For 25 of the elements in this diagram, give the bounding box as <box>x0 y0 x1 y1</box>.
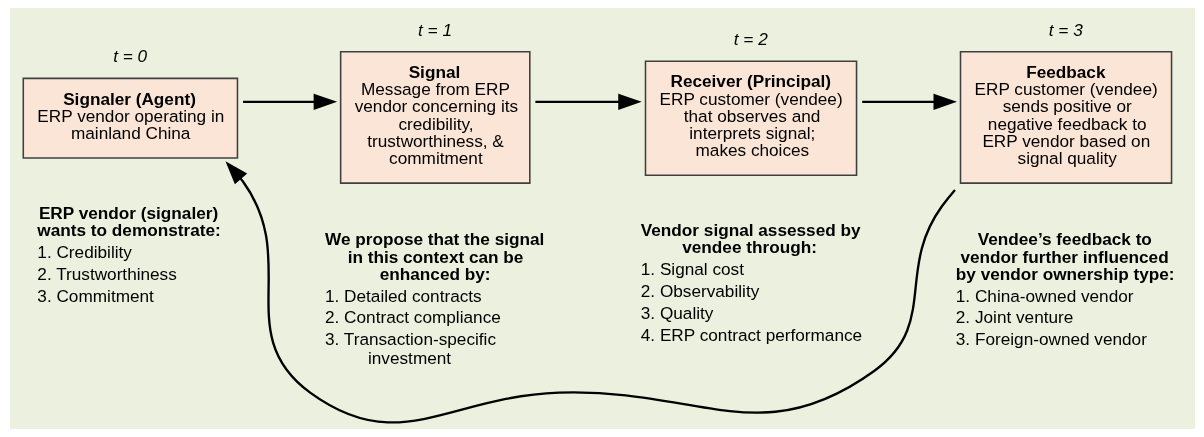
node-label: t = 3 <box>1048 19 1083 40</box>
label: 1. Detailed contracts <box>324 285 482 306</box>
label: We propose that the signal in this context can be enhanced by: <box>324 229 544 284</box>
arrow <box>242 93 337 111</box>
label: 3. Foreign-owned vendor <box>955 329 1147 350</box>
label: 2. Contract compliance <box>324 307 501 328</box>
label: 1. Signal cost <box>640 259 744 280</box>
label: 3. Quality <box>640 302 713 323</box>
node-label: t = 0 <box>112 46 147 67</box>
label: 4. ERP contract performance <box>640 324 862 345</box>
label: ERP vendor (signaler) wants to demonstrate: <box>36 202 221 240</box>
label: Vendor signal assessed by vendee through: <box>640 219 861 258</box>
label: 3. Commitment <box>36 285 154 306</box>
arrow <box>861 93 957 111</box>
label: 2. Joint venture <box>955 307 1073 328</box>
arrow <box>534 93 642 111</box>
label: Vendee’s feedback to vendor further influenced by vendor ownership type: <box>955 229 1175 284</box>
label: 2. Observability <box>640 280 759 301</box>
arrow <box>224 161 956 424</box>
label: 1. Credibility <box>36 241 132 262</box>
label: 3. Transaction-specific investment <box>324 329 496 369</box>
node-label: t = 2 <box>733 29 768 50</box>
label: 1. China-owned vendor <box>955 285 1134 306</box>
node-label: t = 1 <box>417 19 452 40</box>
label: 2. Trustworthiness <box>36 263 177 284</box>
